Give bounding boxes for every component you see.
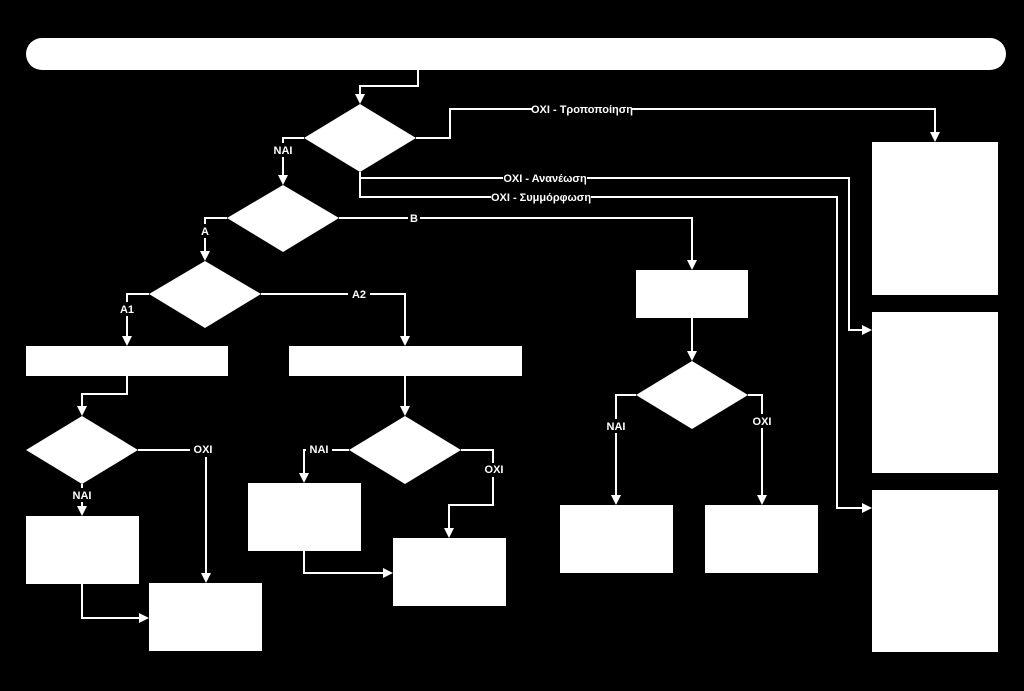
label-yes-2: ΝΑΙ	[73, 490, 92, 502]
connector-a1-no	[138, 449, 211, 583]
connector-branch-a	[200, 217, 227, 261]
label-branch-a: Α	[201, 226, 209, 238]
outcome-box-a2-yes	[248, 483, 361, 551]
label-no-renew: ΟΧΙ - Ανανέωση	[503, 173, 587, 185]
process-bar-a2	[289, 346, 522, 376]
connector-modify	[416, 108, 940, 142]
connector-header-d1	[355, 70, 419, 104]
connector-d1-d2	[278, 137, 304, 185]
decision-diamond-b	[636, 361, 748, 429]
label-yes-3: ΝΑΙ	[310, 444, 329, 456]
outcome-box-a1-final	[149, 583, 262, 651]
label-yes-4: ΝΑΙ	[607, 421, 626, 433]
decision-diamond-a2	[349, 416, 461, 484]
label-branch-a1: Α1	[120, 304, 134, 316]
outcome-box-a2-final	[393, 538, 506, 606]
label-branch-a2: Α2	[352, 289, 366, 301]
result-box-comply	[872, 490, 998, 652]
label-branch-b: Β	[410, 213, 418, 225]
decision-diamond-2	[227, 185, 339, 252]
connector-a1-diamond	[77, 376, 128, 416]
process-bar-a1	[26, 346, 228, 376]
outcome-box-b-no	[705, 505, 818, 573]
label-no-4: ΟΧΙ	[753, 416, 772, 428]
connector-b-yes	[611, 394, 636, 505]
label-yes-1: ΝΑΙ	[274, 145, 293, 157]
connector-branch-a2	[261, 293, 410, 346]
connector-a2-merge	[303, 551, 393, 578]
decision-diamond-3	[149, 261, 261, 328]
connector-a2-yes	[299, 449, 349, 483]
label-no-3: ΟΧΙ	[485, 464, 504, 476]
header-bar	[26, 38, 1006, 70]
label-no-2: ΟΧΙ	[194, 444, 213, 456]
label-no-modify: ΟΧΙ - Τροποποίηση	[531, 104, 633, 116]
decision-diamond-a1	[26, 416, 138, 484]
process-box-b	[636, 270, 748, 318]
connector-a1-merge	[81, 584, 149, 623]
decision-diamond-1	[304, 104, 416, 172]
connector-renew	[359, 172, 872, 335]
connector-branch-a1	[122, 293, 149, 346]
outcome-box-b-yes	[560, 505, 673, 573]
result-box-modify	[872, 142, 998, 295]
outcome-box-a1-yes	[26, 516, 139, 584]
result-box-renew	[872, 312, 998, 473]
connector-a2-no	[444, 449, 494, 538]
connector-comply	[359, 178, 872, 513]
connector-branch-b	[339, 217, 697, 270]
connector-b-no	[748, 394, 767, 505]
label-no-comply: ΟΧΙ - Συμμόρφωση	[491, 192, 591, 204]
